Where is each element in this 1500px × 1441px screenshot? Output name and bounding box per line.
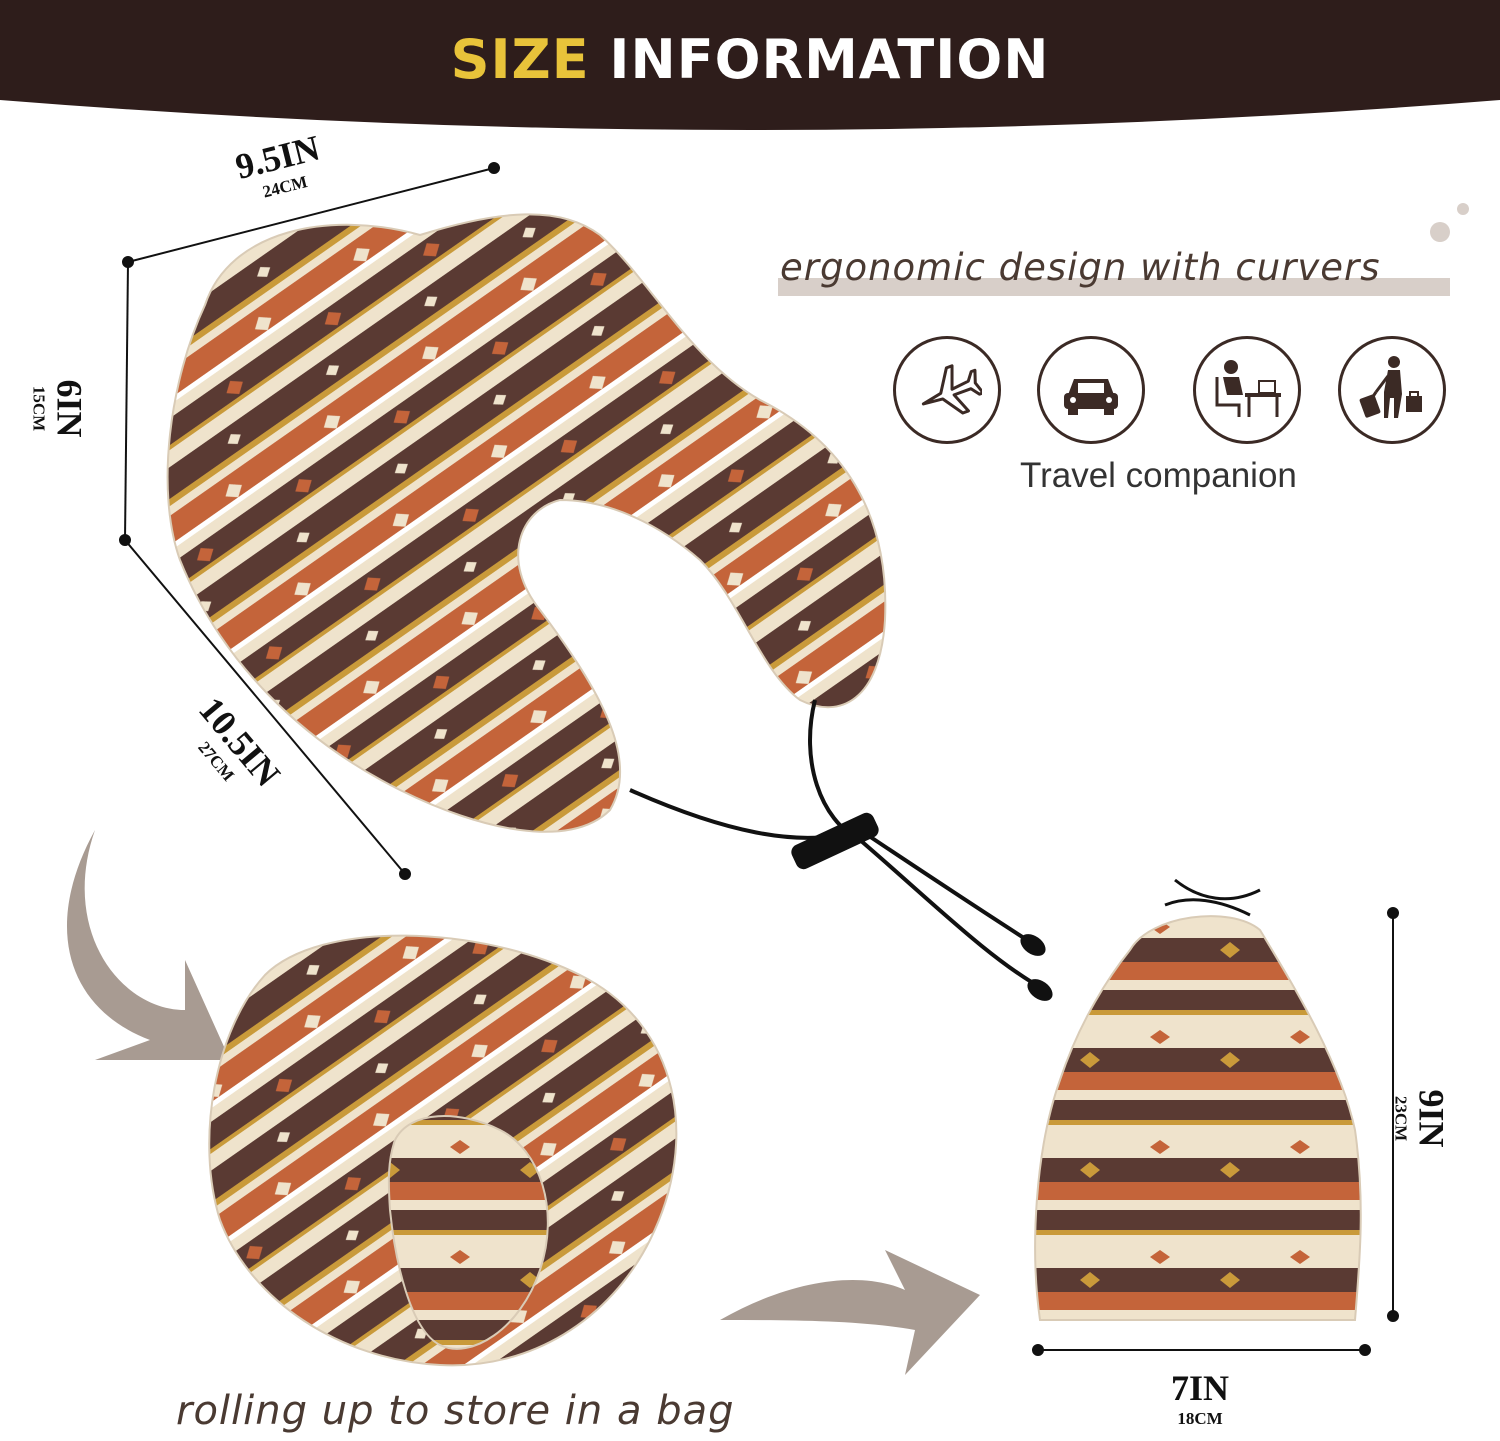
traveler-luggage-icon (1338, 336, 1446, 444)
ergonomic-underline (778, 278, 1450, 296)
title-accent: SIZE (450, 28, 590, 91)
storage-bag (1034, 915, 1362, 1321)
page-title: SIZE INFORMATION (0, 28, 1500, 91)
title-rest: INFORMATION (609, 28, 1050, 91)
bag-height-label: 9IN 23CM (1391, 1089, 1452, 1148)
ergonomic-text: ergonomic design with curvers (780, 246, 1381, 289)
bag-height-inches: 9IN (1411, 1089, 1452, 1148)
pillow-height-label: 6IN 15CM (29, 379, 90, 438)
bag-width-inches: 7IN (1170, 1368, 1229, 1408)
office-desk-icon (1193, 336, 1301, 444)
travel-companion-text: Travel companion (1020, 456, 1297, 495)
bag-height-cm: 23CM (1391, 1095, 1411, 1142)
car-icon (1037, 336, 1145, 444)
banner-shape (0, 0, 1500, 130)
rolling-text: rolling up to store in a bag (176, 1388, 735, 1434)
header-banner: SIZE INFORMATION (0, 0, 1500, 150)
bag-width-cm: 18CM (1177, 1409, 1223, 1428)
airplane-icon (893, 336, 1001, 444)
bag-width-label: 7IN 18CM (1160, 1370, 1240, 1427)
pillow-height-inches: 6IN (49, 379, 90, 438)
pillow-height-cm: 15CM (29, 385, 49, 432)
neck-pillow (166, 213, 887, 833)
